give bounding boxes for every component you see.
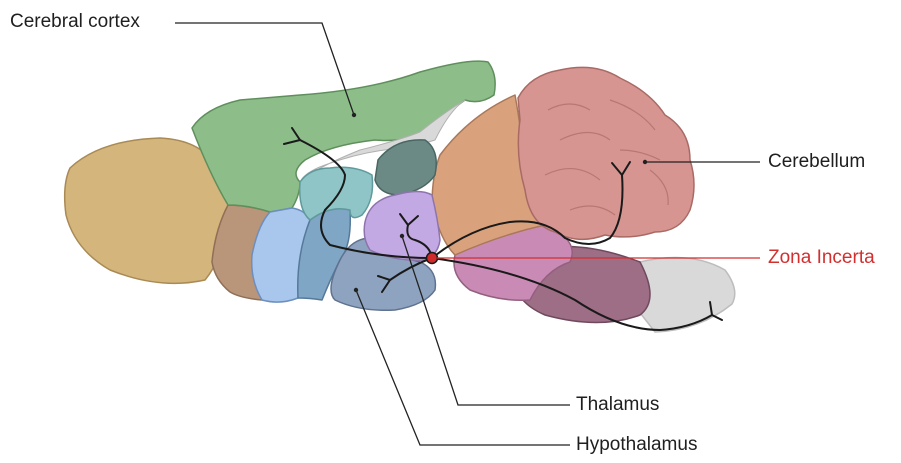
zona-incerta-label: Zona Incerta: [768, 247, 875, 269]
zona-incerta-marker: [427, 253, 438, 264]
thalamus-leader-dot: [400, 234, 404, 238]
cerebral-cortex-leader-dot: [352, 113, 356, 117]
hypothalamus-leader: [356, 290, 570, 445]
cerebellum-leader-dot: [643, 160, 647, 164]
cerebellum-region: [518, 67, 694, 239]
hypothalamus-label: Hypothalamus: [576, 434, 697, 456]
cerebral-cortex-label: Cerebral cortex: [10, 11, 140, 33]
olfactory-bulb-region: [65, 138, 229, 283]
thalamus-label: Thalamus: [576, 394, 659, 416]
hypothalamus-leader-dot: [354, 288, 358, 292]
cerebellum-label: Cerebellum: [768, 151, 865, 173]
